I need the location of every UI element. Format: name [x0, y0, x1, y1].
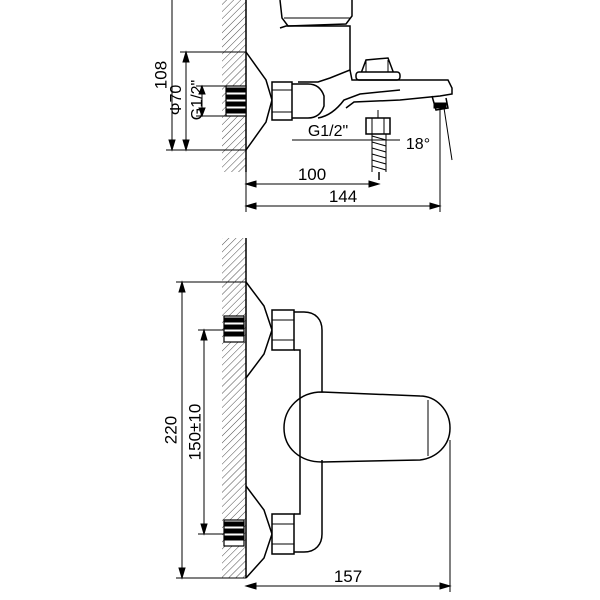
dim-spout-angle: 18°	[406, 107, 453, 162]
valve-body-top	[292, 83, 325, 119]
wall-inlet-thread-top	[225, 85, 247, 117]
lower-inlet-bottom	[223, 485, 295, 579]
hex-nut-top	[271, 81, 293, 121]
upper-inlet-bottom	[223, 281, 295, 379]
dim-wall-thread-label: G1/2"	[189, 80, 206, 120]
lever-handle-bottom	[283, 391, 451, 463]
dim-total-depth-157: 157	[244, 440, 452, 592]
hose-thread-top	[371, 134, 387, 180]
dim-flange-diameter: Φ70	[168, 50, 246, 152]
dim-center-distance: 150±10	[185, 328, 224, 536]
dim-outlet-depth-100: 100	[244, 165, 381, 188]
dim-wall-thread: G1/2"	[189, 80, 226, 120]
side-elevation-view: 108 Φ70 G1/2" G1/2" 18°	[151, 0, 453, 212]
dim-outlet-depth-100-label: 100	[298, 165, 326, 184]
wall-flange-top	[245, 51, 273, 151]
dim-outlet-thread: G1/2"	[292, 123, 400, 141]
diverter-knob-top	[355, 57, 401, 81]
dim-flange-diameter-label: Φ70	[168, 85, 185, 116]
dim-height-108: 108	[151, 0, 246, 152]
plan-view: 220 150±10 157	[161, 238, 452, 592]
dim-height-108-label: 108	[151, 61, 170, 89]
spout-outlet-top	[431, 95, 449, 111]
dim-total-depth-144: 144	[244, 160, 442, 212]
dim-height-220-label: 220	[161, 416, 180, 444]
dim-total-depth-157-label: 157	[334, 567, 362, 586]
spout-top	[345, 69, 453, 109]
shower-outlet-nut-top	[365, 110, 391, 135]
dim-height-220: 220	[161, 280, 246, 580]
dim-total-depth-144-label: 144	[329, 187, 357, 206]
mixer-body-bottom	[294, 311, 323, 553]
dim-spout-angle-label: 18°	[406, 136, 430, 153]
dim-outlet-thread-label: G1/2"	[308, 123, 348, 140]
lever-handle-top	[279, 0, 353, 27]
dim-center-distance-label: 150±10	[185, 404, 204, 461]
